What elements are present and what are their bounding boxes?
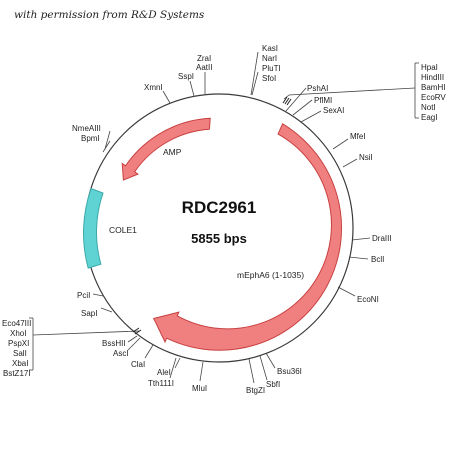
site-nari: NarI: [262, 54, 277, 63]
site-bpmi: BpmI: [81, 134, 100, 143]
tick-btgzi: [248, 358, 255, 384]
site-bstz17i: BstZ17I: [3, 369, 31, 378]
tick-alei: [174, 357, 181, 369]
site-sali: SalI: [13, 349, 27, 358]
tick-econi: [337, 286, 356, 297]
site-sspi: SspI: [178, 72, 194, 81]
insert-label: mEphA6 (1-1035): [237, 270, 304, 280]
site-ecorv: EcoRV: [421, 93, 446, 102]
tick-asci: [127, 337, 141, 351]
site-bcli: BclI: [371, 255, 384, 264]
site-sexai: SexAI: [323, 106, 344, 115]
tick-bcli: [348, 256, 369, 260]
site-bsshii: BssHII: [102, 339, 126, 348]
tick-draiii: [351, 237, 371, 241]
tick-tth111i: [169, 357, 177, 379]
tick-sbfi: [259, 355, 268, 381]
amp-label: AMP: [163, 147, 182, 157]
site-zrai: ZraI: [197, 54, 211, 63]
site-econi: EcoNI: [357, 295, 379, 304]
cole1-label: COLE1: [109, 225, 137, 235]
site-alei: AleI: [157, 368, 171, 377]
right-bracket: [414, 62, 419, 119]
site-aatii: AatII: [196, 63, 212, 72]
plasmid-name: RDC2961: [182, 198, 257, 217]
tick-mcs-right: [288, 87, 416, 96]
tick-xmni: [162, 90, 171, 104]
site-pflmi: PflMI: [314, 96, 332, 105]
site-nsii: NsiI: [359, 153, 373, 162]
tick-pshai: [285, 87, 307, 112]
site-mlui: MluI: [192, 384, 207, 393]
site-sapi: SapI: [81, 309, 97, 318]
site-sfoi: SfoI: [262, 74, 276, 83]
permission-note: with permission from R&D Systems: [14, 9, 205, 21]
tick-sexai: [300, 110, 322, 123]
tick-bsu36i: [265, 352, 276, 369]
tick-sapi: [100, 307, 113, 313]
amp-arrow: [121, 117, 211, 181]
tick-bsshii: [127, 335, 138, 343]
tick-mcs-left: [32, 330, 141, 336]
tick-kasi-group: [250, 51, 259, 96]
site-nmeaiii: NmeAIII: [72, 124, 101, 133]
tick-pflmi: [292, 99, 313, 116]
site-xmni: XmnI: [144, 83, 163, 92]
site-bsu36i: Bsu36I: [277, 367, 302, 376]
site-mfei: MfeI: [350, 132, 366, 141]
left-bracket: [29, 317, 34, 371]
site-hindiii: HindIII: [421, 73, 444, 82]
tick-nmeaiii: [104, 130, 111, 150]
tick-pcii: [92, 293, 104, 297]
site-asci: AscI: [113, 349, 129, 358]
tick-mlui: [199, 361, 204, 382]
tick-mfei: [332, 138, 349, 150]
tick-bpmi: [102, 140, 111, 153]
site-hpai: HpaI: [421, 63, 438, 72]
insert-arrow: [152, 123, 343, 351]
site-xbai: XbaI: [12, 359, 28, 368]
site-tth111i: Tth111I: [148, 379, 174, 388]
plasmid-size: 5855 bps: [191, 231, 247, 246]
cole1-feature: [83, 187, 104, 269]
site-xhoi: XhoI: [10, 329, 26, 338]
site-kasi: KasI: [262, 44, 278, 53]
site-pcii: PciI: [77, 291, 90, 300]
site-clai: ClaI: [131, 360, 145, 369]
site-pluti: PluTI: [262, 64, 281, 73]
tick-clai: [144, 344, 154, 359]
mcs-hash-marks: [132, 96, 292, 335]
site-draiii: DraIII: [372, 234, 392, 243]
site-pshai: PshAI: [307, 84, 328, 93]
tick-kasi-group-2: [251, 71, 259, 96]
site-eagi: EagI: [421, 113, 437, 122]
tick-sspi: [189, 80, 195, 97]
site-btgzi: BtgZI: [246, 386, 265, 395]
site-pspxi: PspXI: [8, 339, 29, 348]
site-bamhi: BamHI: [421, 83, 445, 92]
tick-nsii: [342, 158, 358, 168]
site-ticks: [32, 51, 416, 384]
site-noti: NotI: [421, 103, 436, 112]
site-eco47iii: Eco47III: [2, 319, 31, 328]
site-sbfi: SbfI: [266, 380, 280, 389]
